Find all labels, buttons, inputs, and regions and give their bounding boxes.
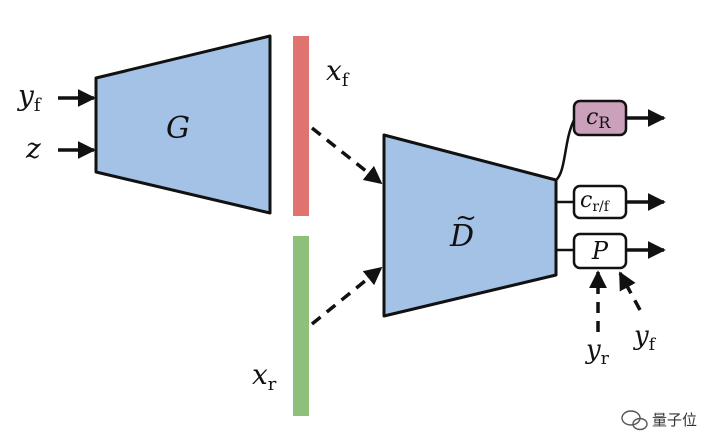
watermark-text: 量子位 [652, 411, 697, 429]
p-input-label-yr: yr [585, 335, 610, 369]
wechat-icon [621, 410, 648, 431]
real-to-discriminator-arrow [310, 266, 383, 326]
generator-block [94, 34, 272, 215]
input-label-yf: yf [16, 79, 42, 116]
real-sample-bar [293, 236, 309, 416]
discriminator-block [382, 133, 558, 318]
c-r-connector [555, 119, 576, 181]
p-input-label-yf: yf [633, 321, 657, 355]
yf-to-p-arrow [618, 271, 642, 311]
fake-sample-bar [293, 36, 309, 216]
discriminator-tilde: ~ [455, 203, 477, 233]
real-sample-label: xr [252, 358, 277, 395]
output-label-c-r: cR [586, 105, 611, 132]
output-label-c-rf: cr/f [580, 188, 611, 215]
discriminator-label: D [449, 219, 474, 254]
generator-label: G [166, 111, 190, 146]
fake-sample-label: xf [326, 54, 350, 91]
watermark: 量子位 [621, 410, 697, 431]
fake-to-discriminator-arrow [310, 126, 383, 185]
output-label-p: P [591, 237, 609, 265]
input-label-z: z [25, 132, 41, 165]
